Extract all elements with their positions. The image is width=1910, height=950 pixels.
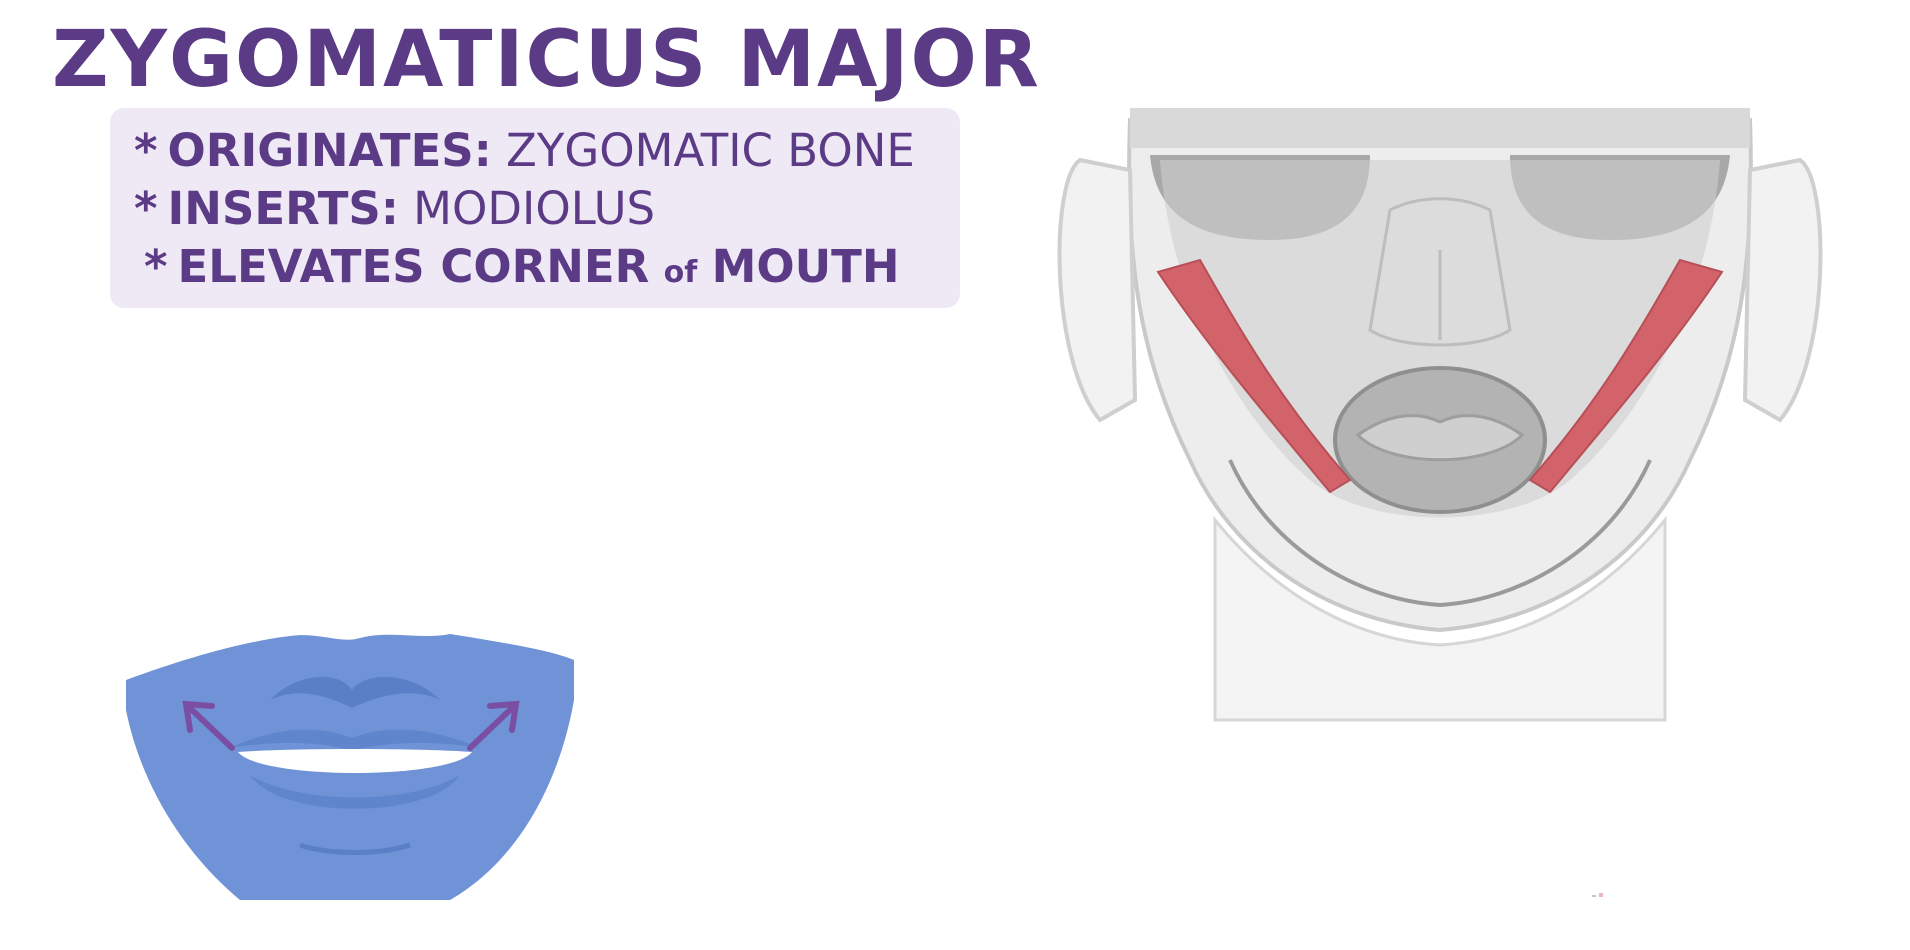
- notes-box: *ORIGINATES: ZYGOMATIC BONE *INSERTS: MO…: [110, 108, 960, 308]
- note-action: *ELEVATES CORNER of MOUTH: [134, 238, 936, 302]
- page-title: ZYGOMATICUS MAJOR: [52, 15, 1041, 105]
- smiling-mouth-illustration: [126, 634, 574, 900]
- lower-lip: [250, 775, 460, 809]
- note-inserts-key: INSERTS:: [167, 182, 399, 235]
- right-ear: [1742, 157, 1823, 423]
- note-originates: *ORIGINATES: ZYGOMATIC BONE: [134, 122, 936, 180]
- asterisk-icon: *: [134, 182, 158, 235]
- note-inserts: *INSERTS: MODIOLUS: [134, 180, 936, 238]
- lips: [1355, 414, 1525, 462]
- note-originates-value: ZYGOMATIC BONE: [506, 124, 915, 177]
- asterisk-icon: *: [144, 240, 168, 293]
- note-action-part1: ELEVATES CORNER: [177, 240, 650, 293]
- decorative-speck: [1592, 893, 1603, 897]
- note-action-part2: MOUTH: [711, 240, 900, 293]
- left-ear: [1057, 157, 1138, 423]
- note-originates-key: ORIGINATES:: [167, 124, 492, 177]
- right-arrow-icon: [467, 700, 520, 751]
- upper-lip: [230, 729, 480, 750]
- left-arrow-icon: [182, 700, 235, 751]
- note-action-connector: of: [663, 255, 698, 290]
- right-zygomaticus-muscle: [1528, 258, 1724, 494]
- left-zygomaticus-muscle: [1156, 258, 1352, 494]
- jaw-line: [1228, 459, 1652, 608]
- nose-shadow: [270, 676, 440, 708]
- neck: [1213, 515, 1667, 722]
- note-inserts-value: MODIOLUS: [413, 182, 656, 235]
- teeth: [238, 749, 472, 773]
- chin-crease: [299, 842, 411, 855]
- skull-face-illustration: [1057, 108, 1823, 722]
- brow-band: [1130, 108, 1750, 148]
- asterisk-icon: *: [134, 124, 158, 177]
